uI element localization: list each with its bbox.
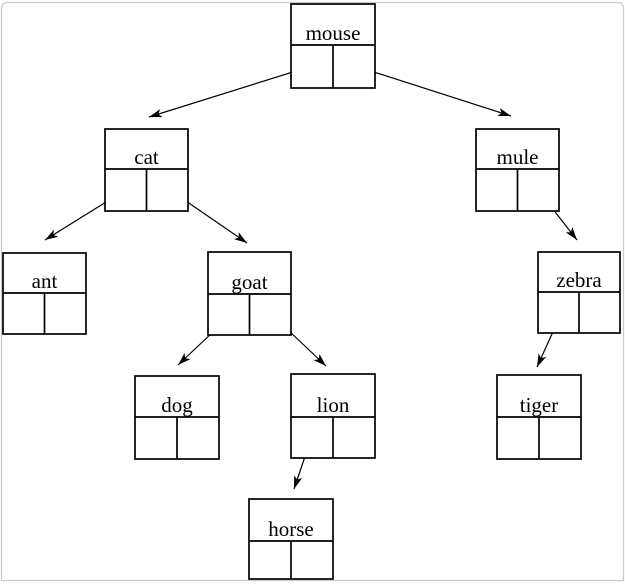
tree-node-lion: lion [290,373,376,459]
node-label-goat: goat [231,270,267,294]
node-label-mule: mule [497,145,539,169]
nodes-layer: mouse cat mule ant goat zebra dog lion tiger hors… [2,3,621,580]
tree-node-goat: goat [207,251,292,336]
node-label-mouse: mouse [306,21,361,45]
tree-node-horse: horse [248,498,334,580]
node-label-dog: dog [161,393,193,417]
node-label-zebra: zebra [556,268,602,292]
tree-node-mule: mule [475,128,560,212]
node-label-lion: lion [317,393,350,417]
tree-node-cat: cat [104,128,189,212]
edge-mouse-right-to-mule [351,64,512,117]
node-label-tiger: tiger [520,393,558,417]
node-label-horse: horse [268,517,314,541]
edge-mouse-left-to-cat [148,65,313,118]
tree-node-dog: dog [134,375,220,460]
tree-node-ant: ant [2,252,87,335]
node-label-ant: ant [32,269,58,293]
tree-node-tiger: tiger [496,374,582,460]
tree-node-mouse: mouse [290,3,376,89]
tree-node-zebra: zebra [537,251,621,334]
node-label-cat: cat [134,145,159,169]
